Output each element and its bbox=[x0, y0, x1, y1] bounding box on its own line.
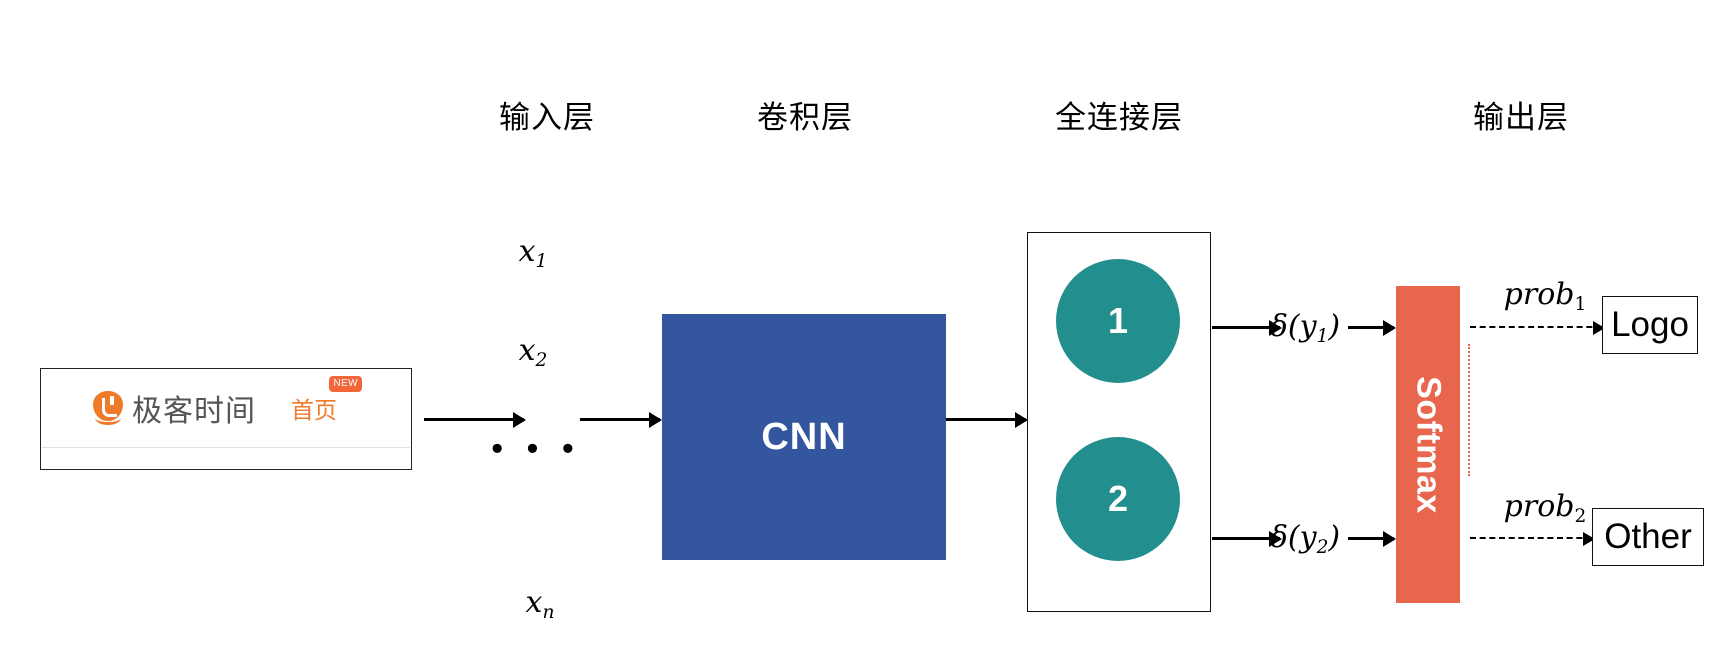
output-box-logo: Logo bbox=[1602, 296, 1698, 354]
cnn-block: CNN bbox=[662, 314, 946, 560]
softmax-dotted-guide bbox=[1468, 344, 1470, 476]
neuron-1: 1 bbox=[1056, 259, 1180, 383]
new-badge: NEW bbox=[329, 376, 362, 392]
activation-label-delta-y2: δ(y2) bbox=[1269, 520, 1341, 558]
output-label-other: Other bbox=[1604, 517, 1692, 556]
column-title-conv-layer: 卷积层 bbox=[757, 100, 853, 135]
geektime-brand-text: 极客时间 bbox=[132, 395, 256, 428]
arrow-neuron2-to-delta2 bbox=[1212, 537, 1280, 540]
feature-label-xn: xn bbox=[525, 585, 555, 623]
input-sample-box: 极客时间 首页 NEW bbox=[40, 368, 412, 470]
geektime-nav-label: 首页 bbox=[291, 397, 337, 423]
output-box-other: Other bbox=[1592, 508, 1704, 566]
arrow-neuron1-to-delta1 bbox=[1212, 326, 1280, 329]
probability-label-prob1: prob1 bbox=[1503, 277, 1587, 315]
feature-ellipsis: • • • bbox=[491, 429, 581, 468]
arrow-input-to-features bbox=[424, 418, 524, 421]
arrow-delta1-to-softmax bbox=[1348, 326, 1394, 329]
arrow-softmax-to-other bbox=[1470, 537, 1592, 539]
output-label-logo: Logo bbox=[1611, 305, 1689, 344]
arrow-features-to-cnn bbox=[580, 418, 660, 421]
arrow-softmax-to-logo bbox=[1470, 326, 1602, 328]
feature-label-x2: x2 bbox=[518, 333, 548, 371]
activation-label-delta-y1: δ(y1) bbox=[1269, 309, 1341, 347]
neuron-1-label: 1 bbox=[1107, 300, 1129, 341]
arrow-cnn-to-fc bbox=[946, 418, 1026, 421]
geektime-nav-home: 首页 NEW bbox=[291, 376, 362, 425]
input-sample-content: 极客时间 首页 NEW bbox=[41, 369, 411, 447]
softmax-block: Softmax bbox=[1396, 286, 1460, 603]
fully-connected-box: 1 2 bbox=[1027, 232, 1211, 612]
cnn-label: CNN bbox=[761, 415, 847, 458]
neuron-2-label: 2 bbox=[1107, 478, 1129, 519]
column-title-input-layer: 输入层 bbox=[499, 100, 595, 135]
geektime-bulb-icon bbox=[91, 391, 125, 425]
column-title-output-layer: 输出层 bbox=[1473, 100, 1569, 135]
neuron-2: 2 bbox=[1056, 437, 1180, 561]
input-sample-divider bbox=[42, 447, 410, 448]
arrow-delta2-to-softmax bbox=[1348, 537, 1394, 540]
feature-label-x1: x1 bbox=[518, 234, 548, 272]
column-title-fc-layer: 全连接层 bbox=[1055, 100, 1183, 135]
probability-label-prob2: prob2 bbox=[1503, 489, 1587, 527]
softmax-label: Softmax bbox=[1409, 375, 1448, 514]
